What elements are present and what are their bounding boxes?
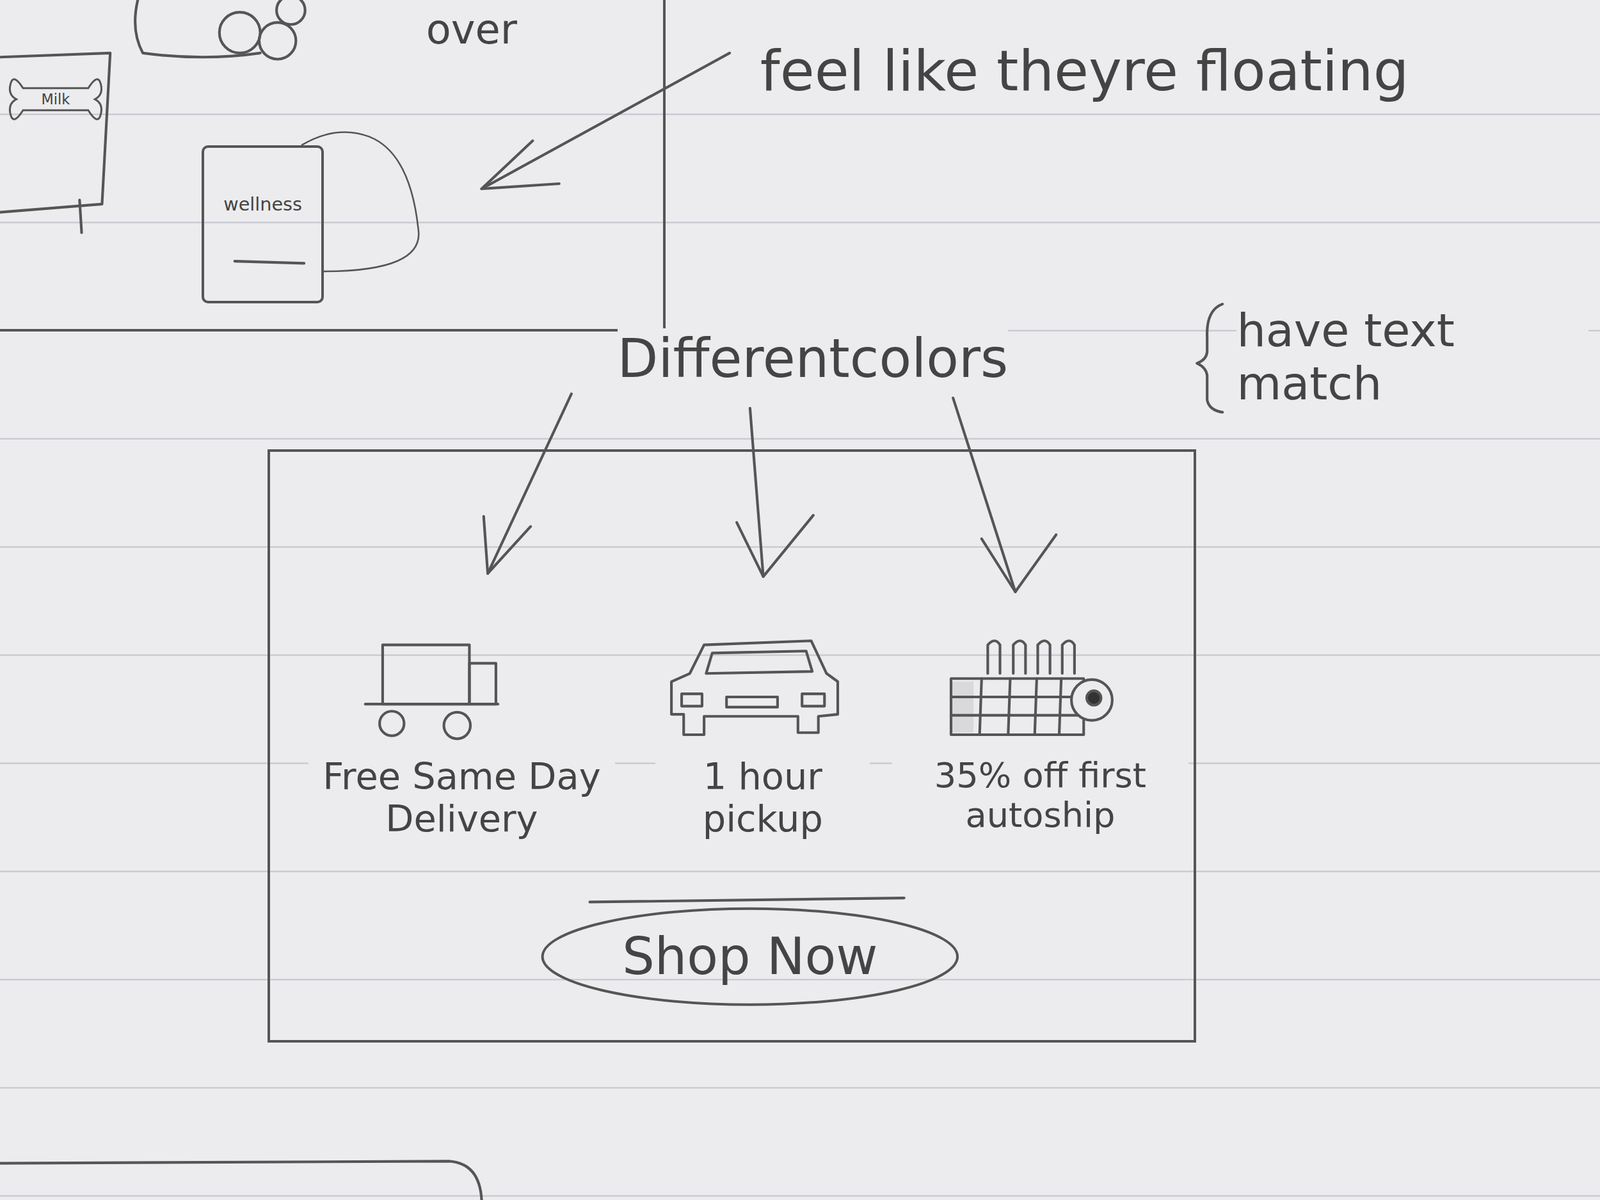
truck-icon (379, 711, 404, 736)
feature-text: Free Same Day Delivery (308, 755, 615, 841)
arrow-head (981, 534, 1056, 592)
product-box (79, 200, 82, 233)
shop-button: Shop Now (538, 905, 962, 1008)
paper-rule (0, 1195, 1600, 1197)
arrow-head (736, 515, 814, 577)
paper-rule (0, 1087, 1600, 1089)
note-text: Differentcolors (617, 328, 1009, 390)
calendar-icon (951, 695, 1084, 699)
feature-text: 35% off first autoship (892, 755, 1188, 836)
paper-rule (0, 545, 1600, 548)
clock-icon (1071, 679, 1113, 721)
button-text: Shop Now (622, 927, 878, 987)
calendar-icon (951, 678, 1084, 735)
calendar-ring (1037, 640, 1050, 674)
doodle-circle (219, 12, 261, 54)
calendar-ring (1062, 640, 1075, 674)
paper-rule (0, 113, 1600, 115)
car-icon (681, 693, 703, 706)
paper-rule (0, 870, 1600, 872)
promo-banner: Free Same Day Delivery 1 hour pickup 35% o… (267, 449, 1197, 1044)
calendar-icon (979, 678, 982, 735)
truck-icon (469, 663, 496, 704)
brace (1196, 304, 1223, 413)
paper-rule (0, 437, 1600, 440)
car-icon (726, 696, 778, 708)
wellness-bag: wellness (201, 145, 324, 304)
product-text: Milk (41, 91, 71, 109)
calendar-ring (987, 640, 1000, 674)
pencil-lines (0, 0, 1223, 1200)
bag-outline (302, 131, 419, 272)
product-box (0, 53, 111, 213)
sketch-panel: overMilk wellness (0, 0, 666, 332)
note-text: have text match (1236, 304, 1589, 410)
doodle-line (135, 0, 260, 57)
truck-icon (365, 702, 498, 706)
pencil-stroke (590, 897, 905, 902)
bone-outline (9, 79, 102, 120)
calendar-ring (1013, 640, 1026, 674)
paper-rule (0, 654, 1600, 656)
arrow-head (483, 516, 531, 574)
truck-icon (444, 712, 471, 739)
next-sketch-box (0, 1160, 482, 1200)
arrow-head (481, 140, 560, 189)
calendar-shade (951, 681, 974, 733)
product-text: wellness (223, 193, 303, 216)
leader-arrow (481, 53, 730, 189)
doodle-circle (276, 0, 306, 25)
bone-tag: Milk (7, 71, 104, 127)
car-icon (705, 650, 813, 674)
clock-icon (1086, 690, 1101, 705)
paper-rule (0, 221, 1600, 223)
calendar-icon (1008, 678, 1010, 735)
paper-rules (0, 114, 1600, 1197)
bag-detail (234, 261, 304, 264)
button-outline (542, 908, 958, 1005)
note-text: feel like theyre floating (760, 39, 1410, 104)
leader-arrow (952, 398, 1016, 592)
truck-icon (382, 645, 470, 704)
calendar-icon (1034, 678, 1037, 735)
sketch-note: over (426, 6, 569, 54)
car-icon (801, 693, 825, 706)
feature-text: 1 hour pickup (655, 755, 870, 841)
car-icon (671, 640, 838, 735)
doodle-circle (259, 22, 296, 59)
calendar-icon (951, 714, 1084, 717)
calendar-icon (1059, 678, 1062, 735)
leader-arrow (487, 393, 572, 574)
